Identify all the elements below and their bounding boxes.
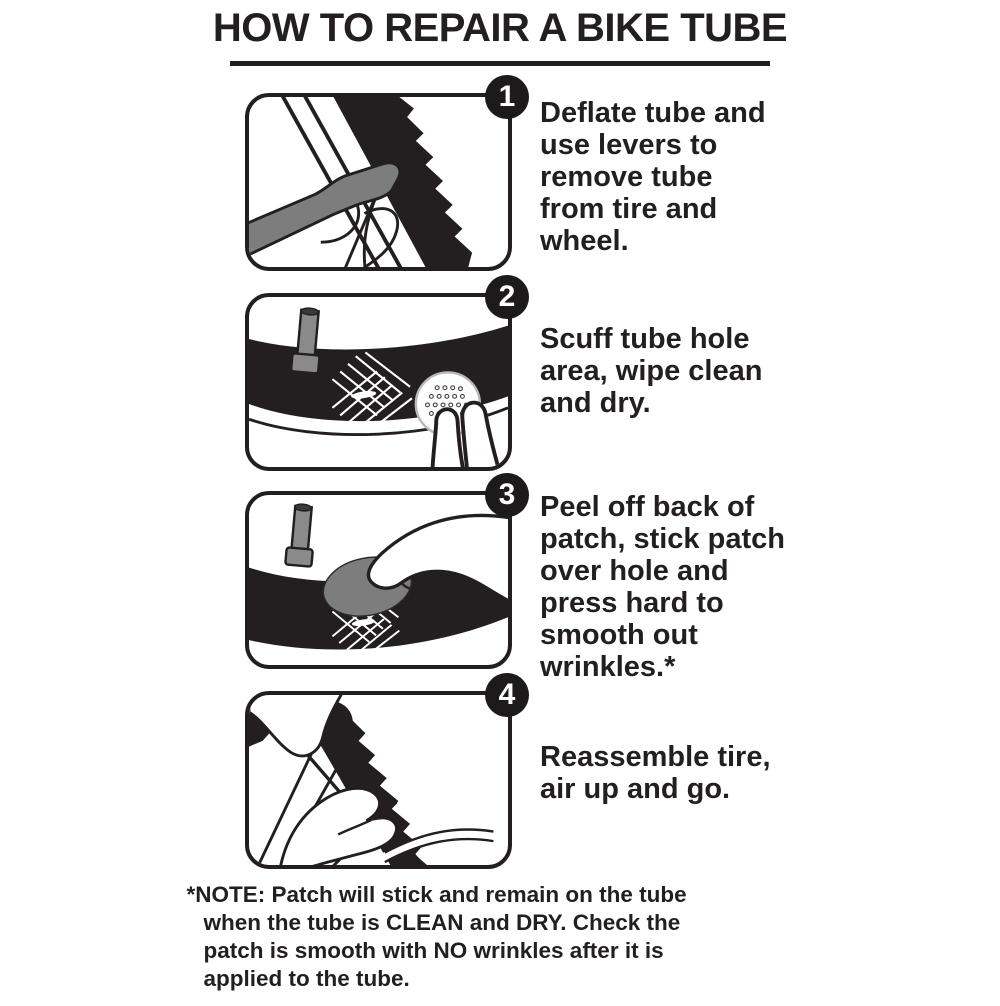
steps-list: 1 Deflate tube and use levers to remove … [0,75,1000,869]
step-row-2: 2 Scuff tube hole area, wipe clean and d… [0,275,1000,471]
step-number-badge: 1 [485,75,529,119]
tire [308,700,427,865]
fingers [430,400,501,467]
step-number-badge: 4 [485,673,529,717]
page-title: HOW TO REPAIR A BIKE TUBE [212,6,788,50]
valve-stem [284,503,314,568]
step-1-figure: 1 [245,75,529,271]
instruction-poster: HOW TO REPAIR A BIKE TUBE [0,6,1000,1006]
step-1-instruction: Deflate tube and use levers to remove tu… [540,97,766,257]
step-4-instruction: Reassemble tire, air up and go. [540,741,771,805]
step-2-figure: 2 [245,275,529,471]
step-row-4: 4 Reassemble tire, air up and go. [0,673,1000,869]
step-2-illustration [249,307,508,467]
step-3-figure: 3 [245,473,529,669]
step-row-1: 1 Deflate tube and use levers to remove … [0,75,1000,271]
step-3-illustration [249,503,508,661]
step-4-illustration [249,695,495,865]
step-number-badge: 2 [485,275,529,319]
tube-hole [351,619,375,626]
tire [333,97,473,267]
upper-hand [249,695,343,758]
step-row-3: 3 Peel off back of patch, stick patch ov… [0,473,1000,683]
step-4-figure: 4 [245,673,529,869]
footnote: *NOTE: Patch will stick and remain on th… [186,882,687,991]
valve-stem [290,307,321,375]
step-1-illustration [249,97,473,267]
scuff-marks [331,351,413,434]
step-number-badge: 3 [485,473,529,517]
title-underline [230,61,770,66]
step-3-instruction: Peel off back of patch, stick patch over… [540,491,785,683]
lower-hand [279,786,398,865]
tube-bead [382,828,495,864]
hand [366,513,508,603]
step-2-instruction: Scuff tube hole area, wipe clean and dry… [540,323,763,419]
tube-hole [351,391,377,399]
tire-lever [249,161,402,257]
